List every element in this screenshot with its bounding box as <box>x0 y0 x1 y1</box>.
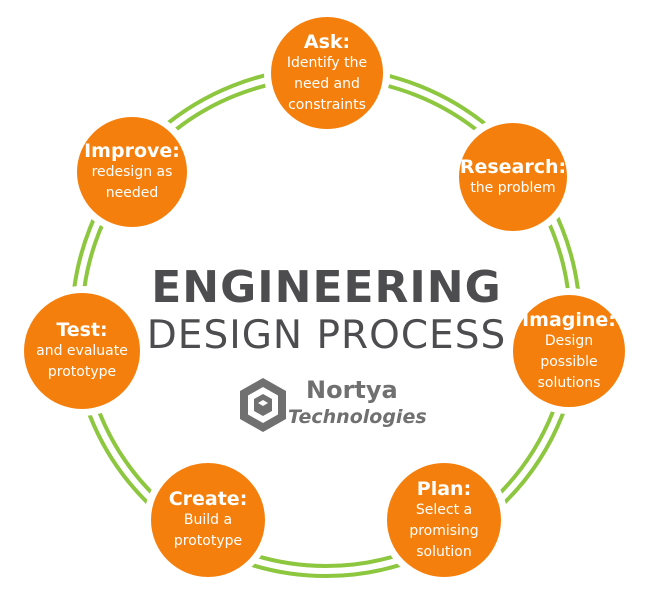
step-plan: Plan: Select a promising solution <box>380 456 508 584</box>
step-test: Test: and evaluate prototype <box>17 286 147 416</box>
step-title: Research: <box>459 155 567 178</box>
step-imagine: Imagine: Design possible solutions <box>506 288 632 414</box>
step-desc: Build a prototype <box>173 512 243 549</box>
title-line-1: ENGINEERING <box>151 262 502 313</box>
step-desc: Identify the need and constraints <box>286 54 368 113</box>
hexagon-cube-logo-icon <box>240 378 286 432</box>
step-desc: Design possible solutions <box>537 332 601 391</box>
step-desc: Select a promising solution <box>409 501 479 560</box>
step-research: Research: the problem <box>452 116 574 238</box>
step-title: Plan: <box>416 477 472 500</box>
step-improve: Improve: redesign as needed <box>70 110 194 234</box>
brand-name: Nortya <box>306 376 398 404</box>
step-ask: Ask: Identify the need and constraints <box>264 10 390 136</box>
title-line-2: DESIGN PROCESS <box>146 313 507 358</box>
step-desc: redesign as needed <box>91 164 173 201</box>
step-title: Ask: <box>303 30 351 53</box>
step-create: Create: Build a prototype <box>144 456 272 584</box>
step-title: Create: <box>168 488 248 510</box>
step-desc: the problem <box>470 179 556 196</box>
brand-subtitle: Technologies <box>288 406 427 428</box>
step-title: Imagine: <box>522 308 616 331</box>
step-title: Improve: <box>84 140 180 162</box>
step-desc: and evaluate prototype <box>36 343 128 380</box>
step-title: Test: <box>56 319 108 341</box>
